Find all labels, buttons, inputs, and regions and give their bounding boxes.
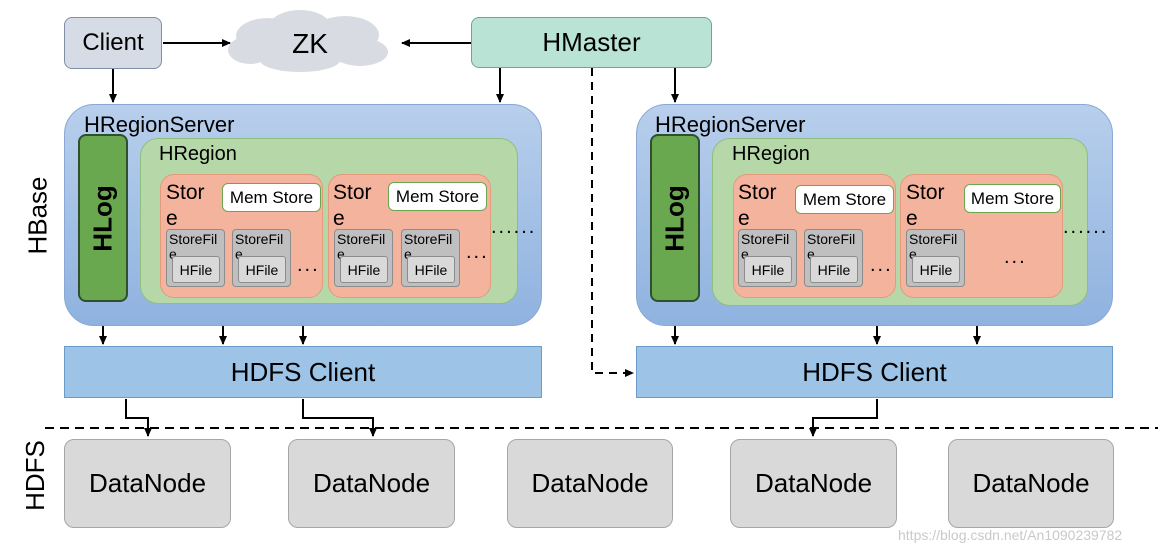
- zk-cloud: [228, 10, 388, 72]
- storefile-1a-label-line1: StoreFil: [169, 231, 218, 247]
- storefile-2a2-label-line1: StoreFil: [807, 231, 856, 247]
- hlog-2: HLog: [650, 134, 700, 302]
- zk-label: ZK: [292, 28, 328, 59]
- client-node: Client: [64, 17, 162, 69]
- hfile-2b: HFile: [912, 256, 960, 283]
- hlog-1: HLog: [78, 134, 128, 302]
- store-1b-label-line2: e: [333, 207, 345, 230]
- store-2b-label-line1: Stor: [906, 181, 945, 204]
- store-1b-label-line1: Stor: [333, 181, 372, 204]
- memstore-1b: Mem Store: [388, 182, 487, 211]
- region-1-dots: ......: [491, 216, 537, 238]
- hlog-2-label: HLog: [659, 184, 690, 252]
- hdfs1-to-datanode1-arrow: [125, 399, 152, 437]
- store-2b-label-line2: e: [906, 207, 918, 230]
- hdfs-client-1: HDFS Client: [64, 346, 542, 398]
- hregion-1-title: HRegion: [159, 143, 237, 165]
- hfile-1b2: HFile: [407, 256, 455, 283]
- watermark-url: https://blog.csdn.net/An1090239782: [898, 527, 1123, 543]
- storefile-1b2-label-line1: StoreFil: [404, 231, 453, 247]
- hmaster-node: HMaster: [471, 17, 712, 68]
- hregionserver-2-title: HRegionServer: [655, 112, 806, 137]
- hfile-1b: HFile: [340, 256, 388, 283]
- storefile-2a-label-line2: e: [741, 246, 749, 262]
- hregionserver-1-title: HRegionServer: [84, 112, 235, 137]
- storefile-1b2-label-line2: e: [404, 246, 412, 262]
- hbase-side-label: HBase: [22, 175, 53, 255]
- store-1a-label-line1: Stor: [166, 181, 205, 204]
- datanode-2: DataNode: [288, 439, 455, 528]
- store-1a-dots: ...: [297, 254, 320, 276]
- store-2b-dots: ...: [1004, 246, 1027, 268]
- store-2a-dots: ...: [870, 254, 893, 276]
- store-1b-dots: ...: [466, 241, 489, 263]
- storefile-2b-label-line2: e: [909, 246, 917, 262]
- hregion-2-title: HRegion: [732, 143, 810, 165]
- memstore-2a: Mem Store: [795, 185, 894, 214]
- hmaster-to-hdfs-client-dashed-arrow: [591, 68, 634, 377]
- storefile-1a2-label-line2: e: [235, 246, 243, 262]
- storefile-1b-label-line1: StoreFil: [337, 231, 386, 247]
- hfile-2a2: HFile: [810, 256, 858, 283]
- hlog-1-label: HLog: [87, 184, 118, 252]
- storefile-2a2-label-line2: e: [807, 246, 815, 262]
- hdfs2-to-datanode4-arrow: [809, 399, 878, 437]
- storefile-2a-label-line1: StoreFil: [741, 231, 790, 247]
- storefile-1b-label-line2: e: [337, 246, 345, 262]
- store-2a-label-line2: e: [738, 207, 750, 230]
- datanode-3: DataNode: [507, 439, 673, 528]
- hdfs1-to-datanode2-arrow: [302, 399, 377, 437]
- hfile-1a2: HFile: [238, 256, 286, 283]
- storefile-1a2-label-line1: StoreFil: [235, 231, 284, 247]
- memstore-2b: Mem Store: [964, 184, 1061, 213]
- hfile-2a: HFile: [744, 256, 792, 283]
- store-1a-label-line2: e: [166, 207, 178, 230]
- storefile-1a-label-line2: e: [169, 246, 177, 262]
- datanode-5: DataNode: [948, 439, 1114, 528]
- hfile-1a: HFile: [172, 256, 220, 283]
- memstore-1a: Mem Store: [222, 183, 321, 212]
- storefile-2b-label-line1: StoreFil: [909, 231, 958, 247]
- hdfs-side-label: HDFS: [19, 439, 50, 511]
- region-2-dots: ......: [1063, 216, 1109, 238]
- hdfs-client-2: HDFS Client: [636, 346, 1113, 398]
- store-2a-label-line1: Stor: [738, 181, 777, 204]
- datanode-4: DataNode: [730, 439, 897, 528]
- datanode-1: DataNode: [64, 439, 231, 528]
